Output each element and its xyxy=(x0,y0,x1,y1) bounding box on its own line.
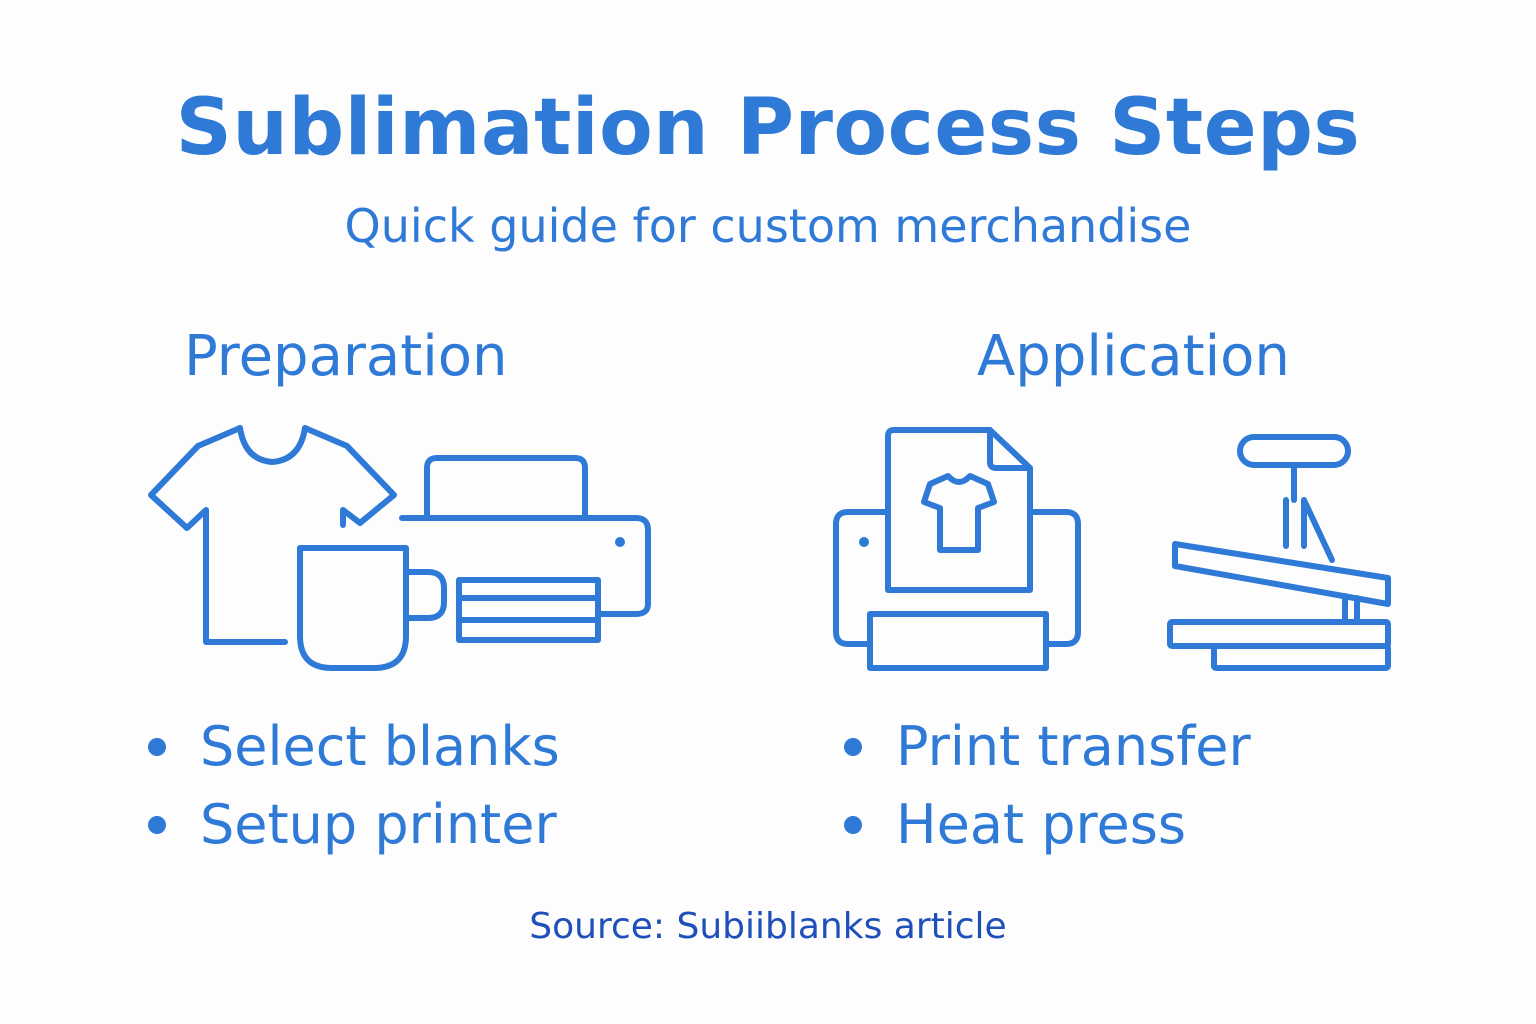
icon-illustrations xyxy=(148,425,1391,671)
printer-transfer-icon xyxy=(833,427,1081,671)
mug-icon xyxy=(297,545,447,671)
preparation-steps-list: Select blanks Setup printer xyxy=(144,708,560,864)
t-shirt-icon xyxy=(148,425,397,645)
list-item: Heat press xyxy=(840,786,1251,864)
section-title-application: Application xyxy=(977,324,1290,389)
application-steps-list: Print transfer Heat press xyxy=(840,708,1251,864)
list-item: Select blanks xyxy=(144,708,560,786)
heat-press-icon xyxy=(1167,434,1391,671)
page-title: Sublimation Process Steps xyxy=(175,83,1361,173)
printer-icon xyxy=(399,455,651,643)
list-item: Setup printer xyxy=(144,786,560,864)
source-caption: Source: Subiiblanks article xyxy=(529,906,1007,947)
page-subtitle: Quick guide for custom merchandise xyxy=(344,199,1192,253)
list-item: Print transfer xyxy=(840,708,1251,786)
section-title-preparation: Preparation xyxy=(184,324,508,389)
